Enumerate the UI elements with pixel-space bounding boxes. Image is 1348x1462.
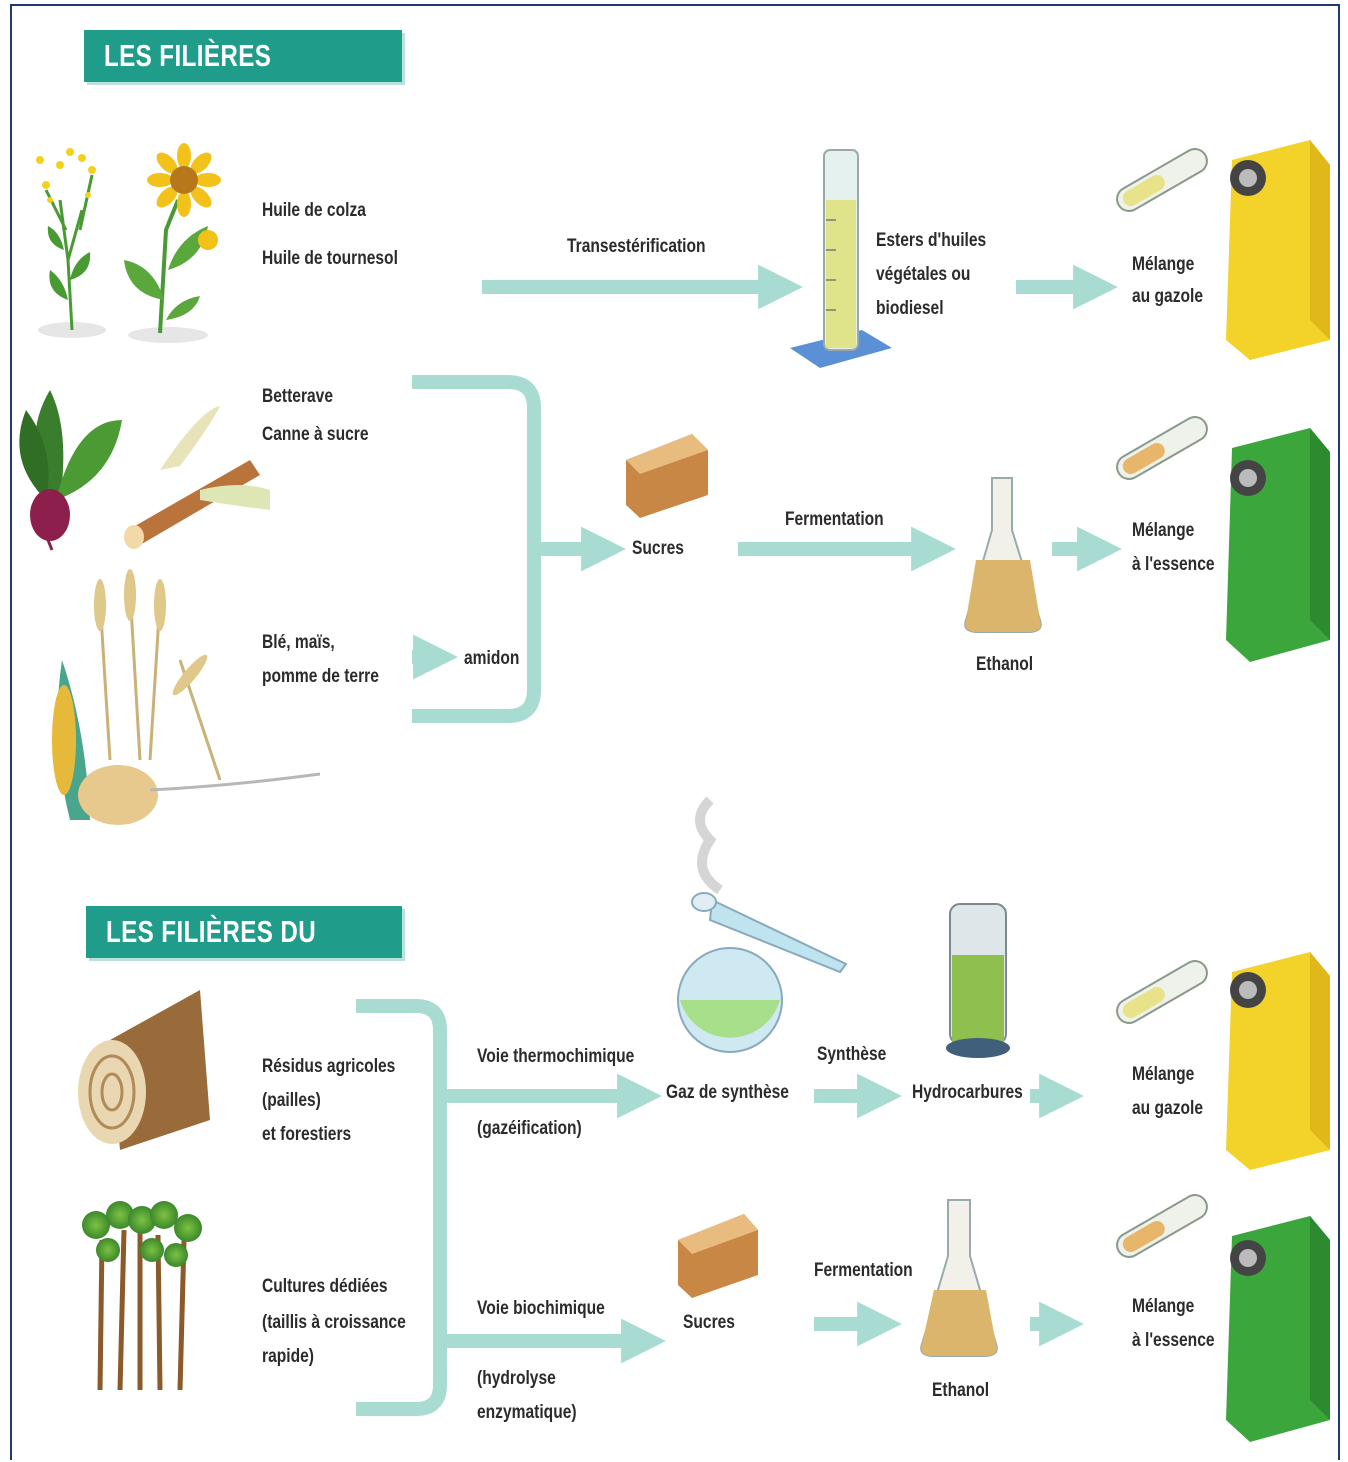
oil-product-line-1: Esters d'huiles <box>876 224 986 258</box>
thermochemical-route-label: Voie thermochimique <box>477 1040 634 1074</box>
residues-line-3: et forestiers <box>262 1118 351 1152</box>
oil-product-line-3: biodiesel <box>876 292 944 326</box>
synthesis-label: Synthèse <box>817 1038 886 1072</box>
diesel-can-future-icon <box>1226 952 1330 1170</box>
oil-product-line-2: végétales ou <box>876 258 970 292</box>
oil-source-sunflower: Huile de tournesol <box>262 242 398 276</box>
starch-label: amidon <box>464 642 519 676</box>
starch-source-line-2: pomme de terre <box>262 660 379 694</box>
dedicated-crops-line-1: Cultures dédiées <box>262 1270 388 1304</box>
dedicated-crops-line-3: rapide) <box>262 1340 314 1374</box>
sugar-cane-icon <box>124 406 270 549</box>
erlenmeyer-flask-future-icon <box>921 1200 997 1356</box>
future-section-title: LES FILIÈRES DU FUTUR <box>106 906 337 1010</box>
sunflower-plant-icon <box>124 143 221 343</box>
wheat-corn-potato-icon <box>52 569 320 825</box>
future-diesel-blend-line-2: au gazole <box>1132 1092 1203 1126</box>
petrol-can-future-icon <box>1226 1216 1330 1442</box>
test-tube-diesel-future-icon <box>1113 957 1212 1028</box>
ethanol-label: Ethanol <box>976 648 1033 682</box>
future-sugars-label: Sucres <box>683 1306 735 1340</box>
future-diesel-blend-line-1: Mélange <box>1132 1058 1194 1092</box>
rapeseed-plant-icon <box>36 148 106 338</box>
diesel-blend-line-2: au gazole <box>1132 280 1203 314</box>
test-tube-petrol-future-icon <box>1113 1191 1212 1262</box>
diesel-can-icon <box>1226 140 1330 360</box>
sugars-label: Sucres <box>632 532 684 566</box>
classic-section-title: LES FILIÈRES CLASSIQUES <box>104 30 336 134</box>
future-section-banner: LES FILIÈRES DU FUTUR <box>86 906 402 958</box>
future-petrol-blend-line-1: Mélange <box>1132 1290 1194 1324</box>
classic-section-banner: LES FILIÈRES CLASSIQUES <box>84 30 402 82</box>
retort-flask-icon <box>678 800 846 1052</box>
biochemical-route-label: Voie biochimique <box>477 1292 605 1326</box>
sugar-source-beet: Betterave <box>262 380 333 414</box>
straw-bale-icon <box>78 990 210 1150</box>
syngas-label: Gaz de synthèse <box>666 1076 789 1110</box>
transesterification-label: Transestérification <box>567 230 706 264</box>
diesel-blend-line-1: Mélange <box>1132 248 1194 282</box>
hydrolysis-note-line-2: enzymatique) <box>477 1396 577 1430</box>
hydrocarbons-label: Hydrocarbures <box>912 1076 1023 1110</box>
residues-line-2: (pailles) <box>262 1084 321 1118</box>
hydrocarbon-column-icon <box>946 904 1010 1058</box>
starch-source-line-1: Blé, maïs, <box>262 626 335 660</box>
coppice-trees-icon <box>82 1201 202 1390</box>
sugar-source-cane: Canne à sucre <box>262 418 369 452</box>
gasification-note: (gazéification) <box>477 1112 582 1146</box>
future-ethanol-label: Ethanol <box>932 1374 989 1408</box>
beet-icon <box>19 390 122 550</box>
fermentation-label: Fermentation <box>785 503 884 537</box>
erlenmeyer-flask-icon <box>965 478 1041 632</box>
test-tube-petrol-icon <box>1113 413 1212 484</box>
future-petrol-blend-line-2: à l'essence <box>1132 1324 1215 1358</box>
petrol-blend-line-2: à l'essence <box>1132 548 1215 582</box>
test-tube-diesel-icon <box>1113 145 1212 216</box>
hydrolysis-note-line-1: (hydrolyse <box>477 1362 556 1396</box>
petrol-can-icon <box>1226 428 1330 662</box>
residues-line-1: Résidus agricoles <box>262 1050 395 1084</box>
sugar-cube-future-icon <box>678 1214 758 1298</box>
dedicated-crops-line-2: (taillis à croissance <box>262 1306 406 1340</box>
future-fermentation-label: Fermentation <box>814 1254 913 1288</box>
petrol-blend-line-1: Mélange <box>1132 514 1194 548</box>
oil-source-colza: Huile de colza <box>262 194 366 228</box>
sugar-cube-icon <box>626 434 708 518</box>
